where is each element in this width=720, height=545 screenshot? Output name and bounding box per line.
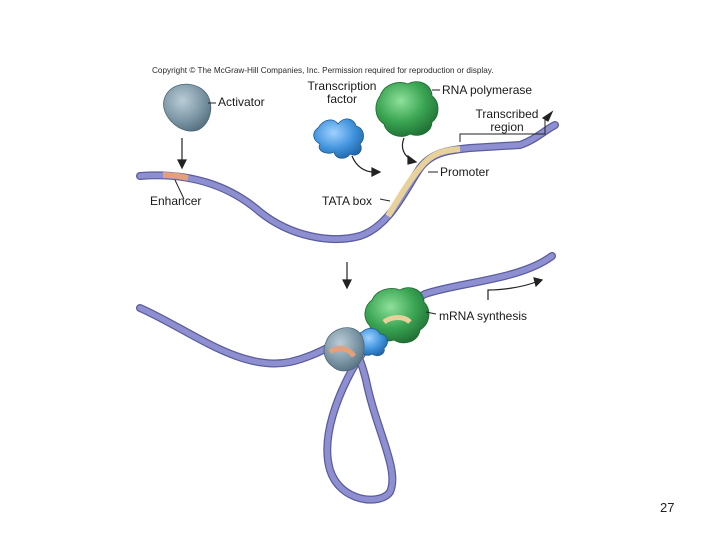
label-enhancer: Enhancer	[150, 194, 202, 208]
dna-strand-bottom	[136, 252, 556, 504]
page-number: 27	[660, 500, 675, 515]
label-transcribed-region-line2: region	[490, 120, 524, 134]
dna-strand-top	[136, 121, 559, 243]
label-rna-polymerase: RNA polymerase	[442, 83, 533, 97]
label-tata-box: TATA box	[322, 194, 373, 208]
label-transcribed-region: Transcribed region	[468, 108, 546, 134]
label-mrna-synthesis: mRNA synthesis	[439, 309, 528, 323]
label-transcription-factor-line1: Transcription	[307, 79, 377, 93]
arrow-tf-to-tata	[351, 155, 375, 173]
transcription-complex	[323, 287, 430, 372]
transcription-factor-protein	[313, 118, 364, 159]
label-promoter: Promoter	[440, 165, 490, 179]
label-transcribed-region-line1: Transcribed	[475, 107, 539, 121]
leader-lines	[174, 89, 546, 315]
copyright-notice: Copyright © The McGraw-Hill Companies, I…	[152, 66, 494, 75]
label-activator: Activator	[218, 95, 265, 109]
label-transcription-factor-line2: factor	[326, 92, 357, 106]
rna-polymerase-protein	[375, 81, 439, 137]
arrow-polymerase-to-promoter	[401, 137, 413, 161]
activator-protein	[163, 83, 212, 132]
promoter-region	[385, 146, 461, 218]
label-transcription-factor: Transcription factor	[306, 80, 378, 106]
arrows	[177, 110, 554, 300]
arrow-mrna-synthesis	[487, 281, 537, 300]
enhancer-region	[162, 172, 189, 181]
